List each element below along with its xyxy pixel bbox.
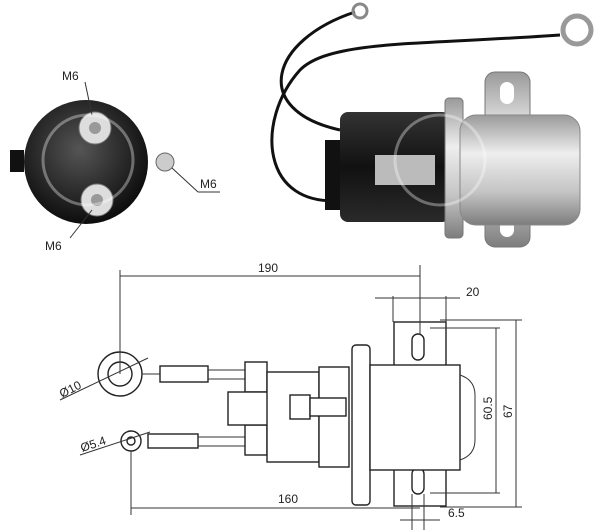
flange [351,344,371,506]
leader-line [69,209,93,239]
watermark-logo [41,113,487,207]
silver-body [459,114,581,226]
body-end [459,374,476,461]
side-view-photo [270,2,594,248]
bracket-slot [411,333,425,361]
leader-line [171,167,199,193]
label-m6-top: M6 [62,69,79,83]
lead-sleeve [147,433,199,449]
dim-line-d10 [59,357,149,401]
wire [270,33,561,203]
leader-line [84,81,93,116]
terminal-bottom-stud [91,194,103,206]
cap-step [318,366,350,468]
label-m6-bottom: M6 [45,239,62,253]
terminal-block [244,361,268,393]
dim-190: 190 [258,261,278,275]
dim-d5-4: Ø5.4 [79,433,108,454]
lead-sleeve [159,365,209,383]
bracket-slot [500,82,514,104]
dim-6-5: 6.5 [448,506,465,520]
terminal-block [244,424,268,456]
label-m6-side: M6 [200,177,217,191]
bracket-slot [411,467,425,495]
dim-60-5: 60.5 [481,396,495,420]
dim-160: 160 [278,492,298,506]
dim-67: 67 [501,404,515,418]
stud [375,155,435,185]
body [369,364,461,471]
end-cap [24,100,148,224]
terminal-side [155,152,175,172]
nut [289,394,311,420]
technical-drawing: 190 20 Ø10 Ø5.4 60.5 67 160 6.5 [57,261,522,530]
stud [309,397,347,417]
dim-20: 20 [466,285,480,299]
dim-line-d54 [79,431,151,456]
ring-terminal-small [351,2,369,20]
terminal-top-stud [89,122,101,134]
end-view-photo: M6 M6 M6 [10,69,220,253]
terminal-block [227,391,269,426]
ring-terminal-large [560,13,594,47]
end-tab [10,150,24,172]
wire [279,10,356,132]
dim-d10: Ø10 [57,378,84,401]
